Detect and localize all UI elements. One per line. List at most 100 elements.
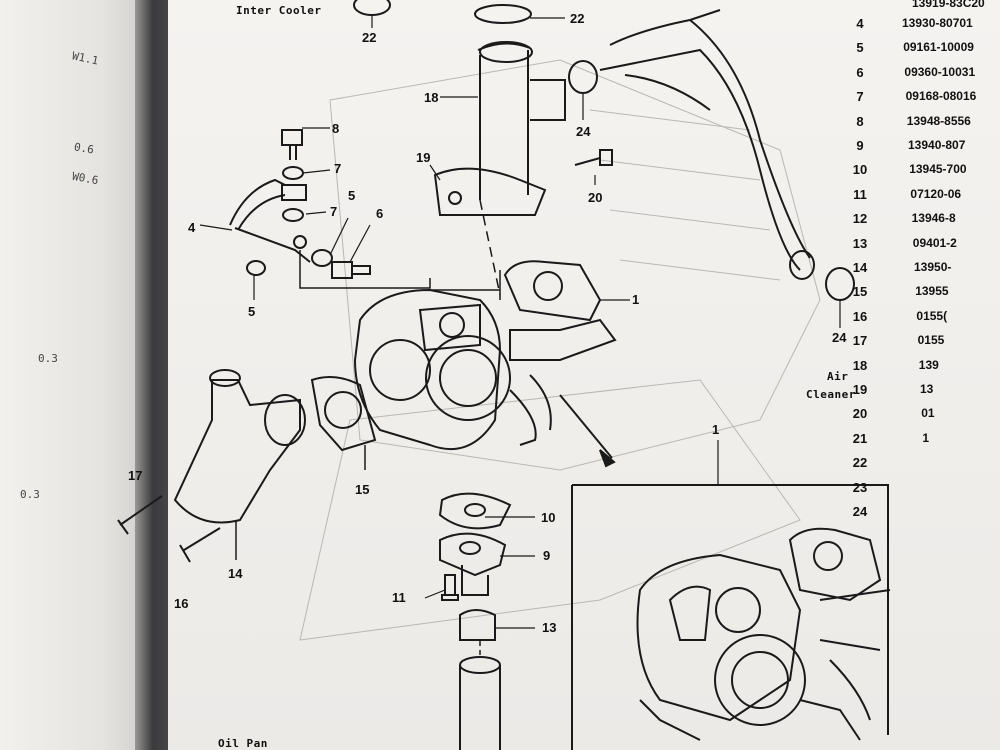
part-number: 09168-08016 (905, 89, 977, 104)
callout-14: 14 (228, 566, 243, 581)
item-number: 15 (852, 284, 868, 300)
label-inter-cooler: Inter Cooler (236, 4, 322, 17)
item-number: 4 (856, 16, 864, 31)
clamp-22-top (474, 4, 532, 24)
callout-17: 17 (128, 468, 143, 483)
item-number: 11 (853, 186, 867, 202)
part-number: 13945-700 (909, 162, 967, 177)
label-cleaner: Cleaner (806, 388, 856, 401)
callout-9: 9 (543, 548, 551, 563)
parts-table: 13919-83C20 4 13930-80701 5 09161-10009 6 093… (840, 0, 1000, 600)
callout-1: 1 (632, 292, 640, 307)
table-row: 12 13946-8 (840, 211, 1000, 231)
callout-19: 19 (416, 150, 431, 165)
callout-7-mid: 7 (330, 204, 338, 219)
callout-10: 10 (541, 510, 556, 525)
item-number: 16 (852, 308, 868, 324)
table-row: 9 13940-807 (840, 138, 1000, 158)
left-page: W1.1 0.6 W0.6 0.3 0.3 (0, 0, 150, 750)
left-mark-03b: 0.3 (20, 488, 40, 501)
callout-22-top: 22 (570, 11, 585, 26)
table-row: 15 13955 (840, 284, 1000, 304)
part-number: 13940-807 (908, 138, 966, 152)
bolt-20 (574, 149, 613, 166)
part-number: 09401-2 (912, 235, 957, 250)
table-row: 13919-83C20 (840, 0, 1000, 16)
item-number: 20 (852, 406, 868, 422)
part-number: 13919-83C20 (912, 0, 985, 10)
item-number: 8 (856, 113, 864, 129)
callout-18: 18 (424, 90, 439, 105)
callout-11: 11 (392, 590, 406, 605)
callout-22-left: 22 (362, 30, 377, 45)
gasket-15 (310, 375, 377, 452)
flange-1 (503, 260, 602, 322)
gasket-9 (439, 532, 507, 577)
part-number: 0155( (916, 308, 948, 323)
item-number: 6 (856, 64, 864, 80)
callout-6: 6 (376, 206, 384, 221)
table-row: 5 09161-10009 (840, 40, 1000, 60)
inset-turbo (636, 527, 891, 741)
part-number: 13955 (915, 284, 949, 299)
table-row: 4 13930-80701 (840, 16, 1000, 36)
inset-frame (571, 484, 889, 750)
pipe-4 (229, 178, 311, 263)
union-13 (459, 609, 496, 641)
table-row: 6 09360-10031 (840, 65, 1000, 85)
part-number: 13946-8 (911, 211, 956, 226)
part-number: 09360-10031 (904, 64, 976, 79)
callout-7-top: 7 (334, 161, 342, 176)
item-number: 14 (852, 260, 868, 275)
item-number: 24 (852, 504, 868, 519)
item-number: 10 (852, 162, 868, 178)
callout-5-low: 5 (248, 304, 256, 319)
table-row: 10 13945-700 (840, 162, 1000, 182)
part-number: 13 (920, 382, 934, 396)
callout-13: 13 (542, 620, 557, 635)
air-hose (599, 9, 801, 271)
right-page (168, 0, 1000, 750)
label-oil-pan: Oil Pan (218, 737, 268, 750)
clamp-22-left (353, 0, 391, 16)
table-row: 24 (840, 504, 1000, 524)
part-number: 139 (918, 357, 939, 372)
gasket-19 (433, 167, 547, 216)
callout-24-right: 24 (832, 330, 847, 345)
part-number: 09161-10009 (903, 40, 974, 55)
item-number: 18 (852, 357, 868, 373)
table-row: 22 (840, 455, 1000, 475)
left-mark-03a: 0.3 (38, 352, 58, 365)
callout-15: 15 (355, 482, 370, 497)
callout-1-inset: 1 (712, 422, 720, 437)
part-number: 13930-80701 (902, 16, 973, 30)
bolt-6 (331, 261, 371, 279)
table-row: 11 07120-06 (840, 187, 1000, 207)
item-number: 17 (852, 333, 868, 349)
item-number: 5 (856, 40, 864, 56)
label-air: Air (827, 370, 849, 383)
elbow-14 (173, 379, 301, 524)
pipe-18 (477, 42, 566, 200)
callout-5-top: 5 (348, 188, 356, 203)
item-number: 9 (856, 138, 864, 153)
wastegate-actuator (425, 335, 511, 421)
bolt-11 (441, 574, 459, 601)
gasket-10 (438, 492, 512, 530)
table-row: 18 139 (840, 358, 1000, 378)
callout-8: 8 (332, 121, 340, 136)
table-row: 16 0155( (840, 309, 1000, 329)
item-number: 23 (852, 479, 868, 495)
clamp-24-mid (568, 60, 598, 94)
item-number: 12 (852, 211, 868, 227)
part-number: 07120-06 (910, 186, 962, 201)
callout-24-mid: 24 (576, 124, 591, 139)
